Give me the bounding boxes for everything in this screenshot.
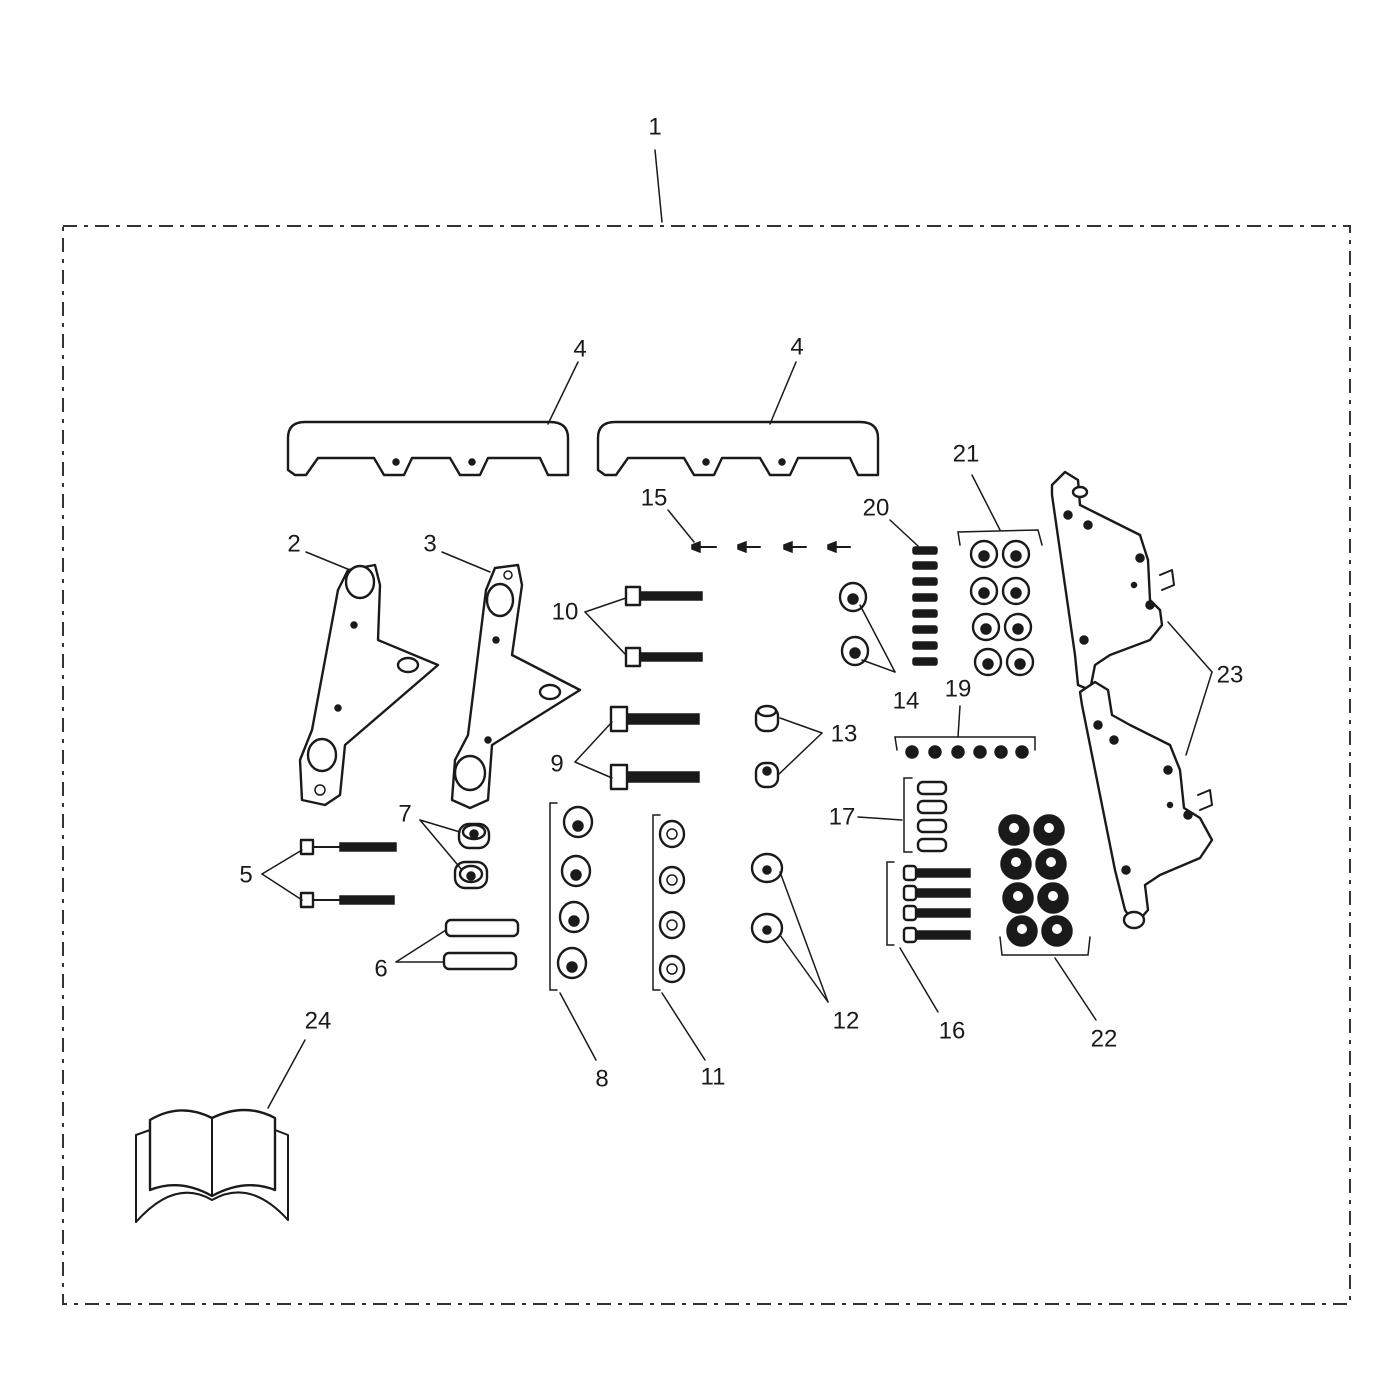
spacers-part-13 [754,704,780,789]
leader-23a [1167,621,1213,673]
leader-9a [574,721,613,763]
leader-14b [861,659,896,673]
callout-5: 5 [239,861,252,888]
callout-9: 9 [550,750,563,777]
leader-21 [971,474,1001,531]
callout-20: 20 [863,494,890,521]
callout-11: 11 [701,1063,726,1090]
callout-23: 23 [1217,661,1244,688]
leader-6a [395,929,447,963]
callout-15: 15 [641,484,668,511]
leader-7a [419,819,461,833]
side-bracket-part-23-upper [1050,470,1175,692]
book-icon [135,1108,289,1223]
leader-3 [441,551,491,573]
bushes-part-7 [453,822,491,890]
bolts-part-16 [886,861,971,946]
leader-4a [547,361,579,425]
washers-part-12 [750,852,784,944]
leader-5a [261,849,303,875]
callout-19: 19 [945,675,972,702]
callout-6: 6 [374,955,387,982]
strip-part-19 [894,736,1036,759]
leader-14a [859,604,896,673]
washers-part-11 [652,814,686,991]
bolts-part-5 [299,838,397,909]
mounting-plate-part-3 [450,563,582,810]
callout-17: 17 [829,803,856,830]
leader-5b [261,873,303,901]
callout-4b: 4 [790,333,803,360]
leader-4b [769,361,797,425]
leader-13a [779,717,823,734]
callout-13: 13 [831,720,858,747]
leader-10b [584,611,627,656]
leader-11 [661,992,706,1061]
callout-24: 24 [305,1007,332,1034]
sleeves-part-6 [442,918,520,971]
leader-23b [1185,671,1213,756]
callout-2: 2 [287,530,300,557]
bolts-part-10 [624,585,703,668]
leader-17 [857,816,903,821]
grommets-part-8 [549,802,594,991]
leader-8 [559,992,597,1061]
grommets-part-21 [957,529,1043,677]
leader-9b [574,761,613,779]
callout-14: 14 [893,687,920,714]
screws-part-20 [912,546,938,666]
callout-8: 8 [595,1065,608,1092]
leader-19 [957,705,961,738]
callout-22: 22 [1091,1025,1118,1052]
callout-4a: 4 [573,335,586,362]
bracket-part-4-left [286,420,570,477]
leader-10a [584,597,627,613]
callout-3: 3 [423,530,436,557]
callout-21: 21 [953,440,980,467]
grommets-part-22 [998,814,1091,956]
leader-22 [1054,957,1097,1021]
callout-1: 1 [648,113,661,140]
mounting-plate-part-2 [298,563,440,807]
clips-part-17 [903,777,948,853]
leader-15 [667,509,695,543]
leader-24 [267,1039,306,1109]
kit-boundary [62,225,1351,1305]
leader-16 [899,947,939,1013]
bracket-part-4-right [596,420,880,477]
screws-part-15 [691,540,851,554]
washers-part-14 [838,581,870,667]
bolts-part-9 [609,705,700,791]
leader-12a [779,871,829,1003]
callout-12: 12 [833,1007,860,1034]
callout-10: 10 [552,598,579,625]
callout-7: 7 [398,800,411,827]
leader-20 [889,519,919,547]
side-bracket-part-23-lower [1078,680,1214,930]
leader-1 [654,149,663,223]
leader-7b [419,819,463,871]
leader-12b [779,934,829,1003]
leader-2 [305,551,351,571]
callout-16: 16 [939,1017,966,1044]
leader-13b [777,732,823,776]
